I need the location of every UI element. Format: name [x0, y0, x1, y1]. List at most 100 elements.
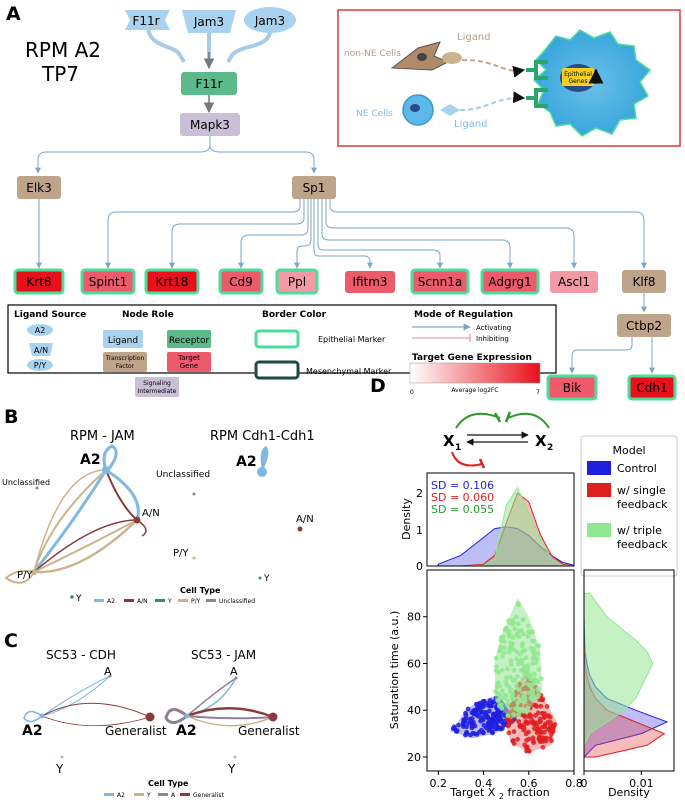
d-legend-triple-label-2: feedback [617, 538, 668, 551]
scatter-point-w-triple-feedback [499, 667, 505, 673]
c-left-label-a2: A2 [22, 723, 43, 739]
ligand-label-jam3-py: Jam3 [254, 14, 285, 28]
scatter-point-w-triple-feedback [508, 662, 514, 667]
b-legend-a2: A2 [107, 598, 115, 605]
tf-node-klf8 [622, 270, 666, 293]
panel-b-letter: B [4, 406, 18, 428]
c-left-label-a: A [104, 665, 112, 678]
scatter-point-control [488, 722, 494, 728]
top-density-frame [426, 472, 575, 567]
target-krt18: Krt18 [144, 268, 200, 295]
panel-b-right-network [257, 446, 269, 477]
tf-label-ctbp2: Ctbp2 [626, 319, 662, 333]
legend-src-a2-label: A2 [35, 326, 46, 335]
intermediate-node [180, 113, 240, 136]
scatter-point-w-single-feedback [540, 744, 546, 750]
panel-a-title-line2: TP7 [41, 62, 79, 86]
scatter-point-control [454, 729, 459, 734]
scatter-point-w-triple-feedback [518, 667, 524, 673]
c-left-node-y [60, 755, 64, 759]
scatter-point-w-triple-feedback [496, 669, 501, 675]
scatter-point-w-triple-feedback [517, 658, 523, 664]
target-label-scnn1a: Scnn1a [418, 275, 462, 289]
b-legend-title: Cell Type [180, 586, 221, 595]
right-density-xtick-1: 0.01 [629, 777, 654, 790]
legend-inhibiting-label: Inhibiting [476, 335, 509, 343]
scatter-point-w-triple-feedback [531, 671, 537, 677]
scatter-point-w-triple-feedback [501, 639, 507, 644]
scatter-point-w-triple-feedback [500, 654, 505, 659]
scatter-point-w-triple-feedback [497, 647, 503, 653]
c-legend-gen: Generalist [193, 792, 224, 799]
scatter-point-w-triple-feedback [525, 633, 531, 639]
scatter-point-w-triple-feedback [505, 698, 511, 704]
scatter-point-control [468, 732, 473, 738]
scatter-point-w-single-feedback [507, 718, 512, 724]
panel-b-right-title: RPM Cdh1-Cdh1 [210, 429, 315, 444]
legend-role-int-label-1: Signaling [143, 380, 171, 387]
b-right-node-a2 [257, 467, 267, 477]
b-legend-y: Y [167, 598, 172, 605]
scatter-point-w-triple-feedback [515, 674, 520, 679]
scatter-point-w-single-feedback [545, 719, 551, 725]
d-legend-title: Model [612, 444, 645, 457]
target-krt8: Krt8 [13, 268, 65, 295]
scatter-point-w-triple-feedback [495, 680, 501, 686]
scatter-point-w-single-feedback [550, 726, 556, 732]
scatter-point-w-single-feedback [524, 745, 529, 750]
scatter-point-w-single-feedback [510, 738, 516, 743]
cell-inset: non-NE Cells Ligand NE Cells Ligand Epit… [337, 9, 681, 147]
legend-mes-label: Mesenchymal Marker [306, 367, 392, 376]
schematic-x1-sub: 1 [455, 443, 461, 453]
scatter-point-w-triple-feedback [521, 709, 527, 714]
top-density-ytick-1: 1 [416, 524, 423, 537]
c-legend-y: Y [146, 792, 151, 799]
scatter-point-w-triple-feedback [522, 672, 528, 677]
scatter-ylabel: Saturation time (a.u.) [388, 611, 401, 729]
scatter-point-w-single-feedback [516, 719, 522, 724]
d-legend-control-swatch [587, 461, 611, 475]
b-left-node-py [31, 569, 37, 575]
scatter-point-control [486, 720, 491, 725]
legend-role-int-label-2: Intermediate [138, 388, 177, 395]
target-adgrg1: Adgrg1 [480, 268, 540, 295]
scatter-point-w-single-feedback [524, 737, 529, 743]
scatter-point-control [490, 717, 495, 723]
target-ascl1: Ascl1 [550, 271, 598, 293]
scatter-point-control [483, 725, 489, 731]
scatter-point-w-triple-feedback [516, 621, 521, 627]
target-bik: Bik [546, 374, 598, 401]
scatter-point-w-triple-feedback [517, 708, 523, 714]
legend-role-receptor-label: Receptor [169, 336, 210, 346]
b-right-node-py [192, 556, 196, 560]
schematic-x2: X [535, 432, 547, 450]
scatter-point-w-single-feedback [545, 713, 551, 719]
scatter-point-w-triple-feedback [506, 618, 511, 624]
legend-role-int-swatch [135, 377, 179, 397]
panel-c-left-network [23, 675, 151, 727]
schematic-x1: X [443, 432, 455, 450]
legend-role-target-label-2: Gene [180, 362, 198, 370]
b-left-label-y: Y [75, 594, 82, 604]
scatter-point-w-triple-feedback [517, 652, 523, 657]
c-left-node-gen [145, 712, 155, 722]
b-left-label-py: P/Y [17, 570, 33, 581]
genes-box [562, 68, 594, 86]
target-label-spint1: Spint1 [89, 275, 128, 289]
legend-role-ligand-swatch [103, 330, 143, 348]
scatter-point-w-triple-feedback [493, 689, 498, 694]
scatter-point-w-triple-feedback [526, 623, 531, 629]
legend-role-target-swatch [167, 352, 211, 372]
scatter-point-w-triple-feedback [506, 649, 512, 655]
scatter-point-w-triple-feedback [493, 655, 499, 661]
ne-nucleus-icon [410, 104, 420, 112]
receptor-label: F11r [195, 77, 222, 91]
feedback-schematic: X 1 X 2 [443, 411, 553, 469]
scatter-point-w-triple-feedback [502, 692, 507, 698]
d-legend-single-label-2: feedback [617, 498, 668, 511]
scatter-ytick-2: 60 [407, 657, 421, 670]
scatter-point-w-single-feedback [533, 702, 538, 708]
b-left-node-y [70, 595, 74, 599]
scatter-point-control [469, 720, 475, 726]
scatter-point-w-triple-feedback [520, 649, 526, 654]
